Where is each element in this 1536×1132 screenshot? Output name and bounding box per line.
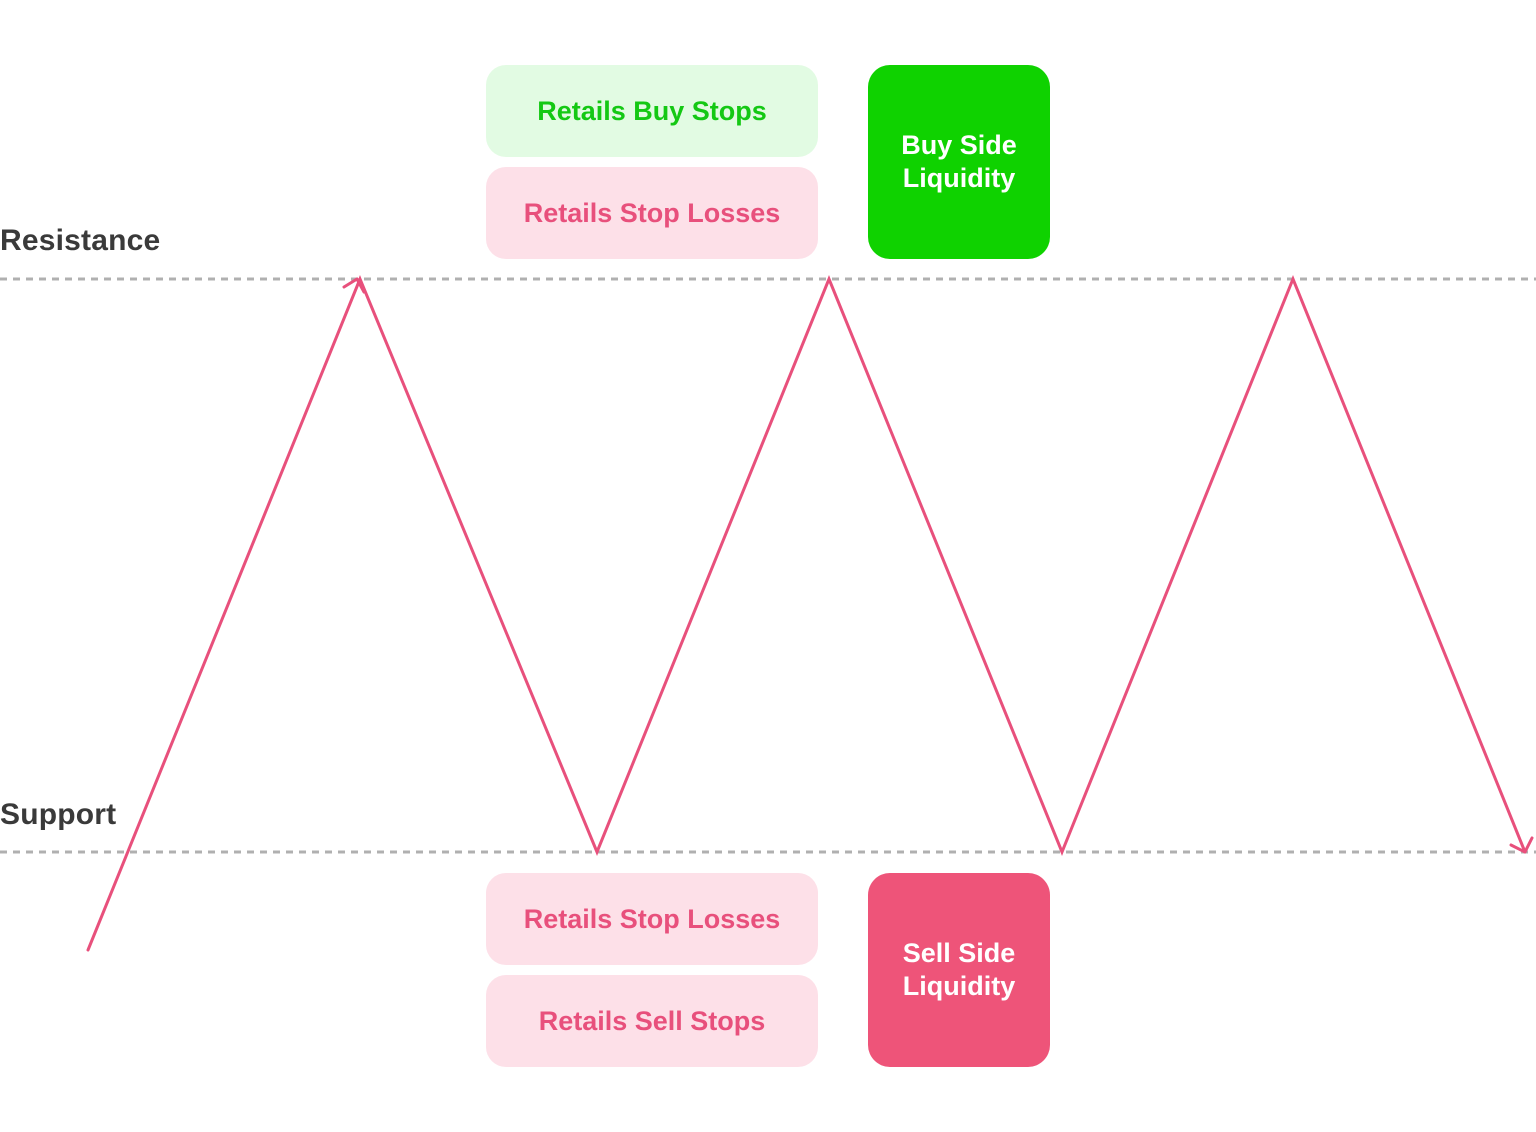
support-label: Support: [0, 798, 117, 831]
arrowhead-up-icon: [342, 277, 366, 294]
arrowhead-down-icon: [1509, 836, 1534, 854]
sell-side-liquidity-box: Sell Side Liquidity: [868, 873, 1050, 1067]
price-zigzag-line: [86, 274, 1527, 952]
buy-side-liquidity-box: Buy Side Liquidity: [868, 65, 1050, 259]
retail-buy-stops-box: Retails Buy Stops: [486, 65, 818, 157]
retail-sell-stops-box: Retails Sell Stops: [486, 975, 818, 1067]
retail-stop-losses-top-box: Retails Stop Losses: [486, 167, 818, 259]
retail-stop-losses-bottom-box: Retails Stop Losses: [486, 873, 818, 965]
resistance-label: Resistance: [0, 224, 161, 257]
